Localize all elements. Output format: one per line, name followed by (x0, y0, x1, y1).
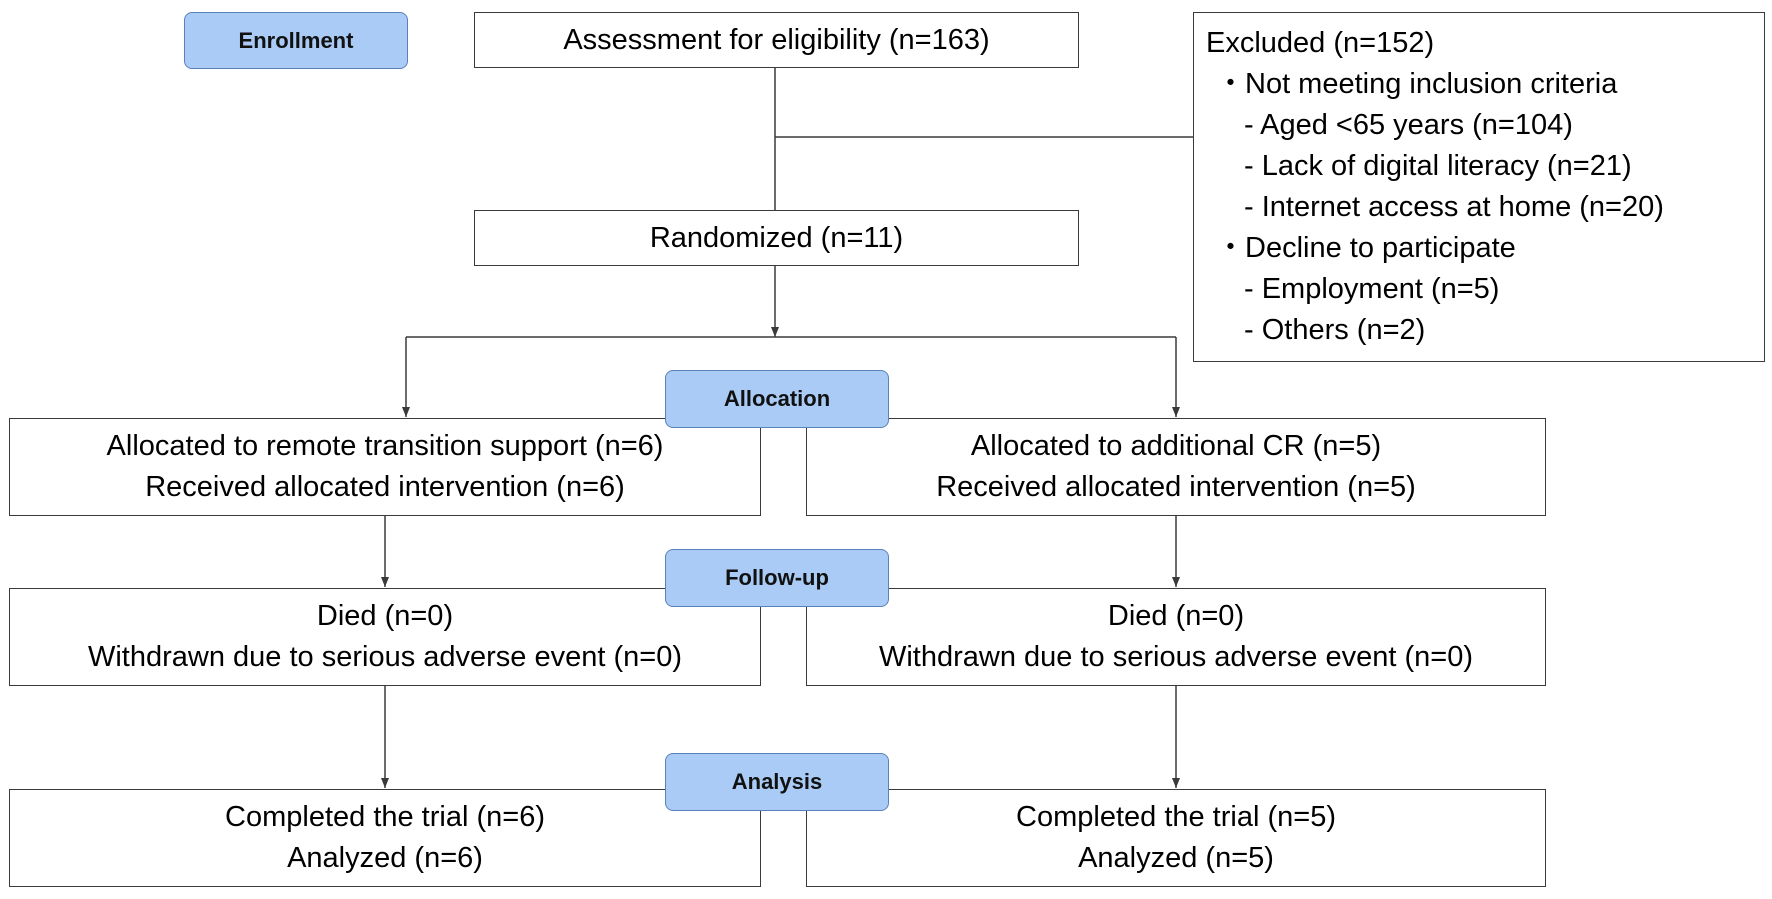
excluded-digital-literacy: - Lack of digital literacy (n=21) (1244, 150, 1632, 182)
randomized-box: Randomized (n=11) (474, 210, 1079, 266)
right-analysis-box: Completed the trial (n=5) Analyzed (n=5) (806, 789, 1546, 887)
left-followup-box: Died (n=0) Withdrawn due to serious adve… (9, 588, 761, 686)
excluded-employment: - Employment (n=5) (1244, 273, 1500, 305)
left-died-text: Died (n=0) (316, 600, 454, 632)
followup-stage-label: Follow-up (665, 549, 889, 607)
assessment-text: Assessment for eligibility (n=163) (563, 23, 990, 56)
excluded-title: Excluded (n=152) (1206, 27, 1435, 59)
right-analyzed-text: Analyzed (n=5) (1078, 842, 1274, 874)
excluded-decline: ・Decline to participate (1216, 232, 1516, 264)
left-analysis-box: Completed the trial (n=6) Analyzed (n=6) (9, 789, 761, 887)
right-allocated-text: Allocated to additional CR (n=5) (970, 430, 1382, 462)
right-allocation-box: Allocated to additional CR (n=5) Receive… (806, 418, 1546, 516)
left-allocated-text: Allocated to remote transition support (… (106, 430, 664, 462)
left-analyzed-text: Analyzed (n=6) (287, 842, 483, 874)
excluded-box: Excluded (n=152) ・Not meeting inclusion … (1193, 12, 1765, 362)
enrollment-stage-label: Enrollment (184, 12, 408, 69)
right-received-text: Received allocated intervention (n=5) (936, 471, 1416, 503)
analysis-stage-label: Analysis (665, 753, 889, 811)
allocation-stage-label: Allocation (665, 370, 889, 428)
right-followup-box: Died (n=0) Withdrawn due to serious adve… (806, 588, 1546, 686)
right-completed-text: Completed the trial (n=5) (1016, 801, 1336, 833)
left-withdrawn-text: Withdrawn due to serious adverse event (… (87, 641, 682, 673)
excluded-internet-access: - Internet access at home (n=20) (1244, 191, 1664, 223)
left-received-text: Received allocated intervention (n=6) (145, 471, 625, 503)
left-allocation-box: Allocated to remote transition support (… (9, 418, 761, 516)
randomized-text: Randomized (n=11) (649, 221, 904, 254)
left-completed-text: Completed the trial (n=6) (225, 801, 545, 833)
excluded-aged: - Aged <65 years (n=104) (1244, 109, 1573, 141)
excluded-others: - Others (n=2) (1244, 314, 1426, 346)
right-died-text: Died (n=0) (1107, 600, 1245, 632)
assessment-box: Assessment for eligibility (n=163) (474, 12, 1079, 68)
right-withdrawn-text: Withdrawn due to serious adverse event (… (878, 641, 1473, 673)
excluded-not-meeting-criteria: ・Not meeting inclusion criteria (1216, 68, 1618, 100)
